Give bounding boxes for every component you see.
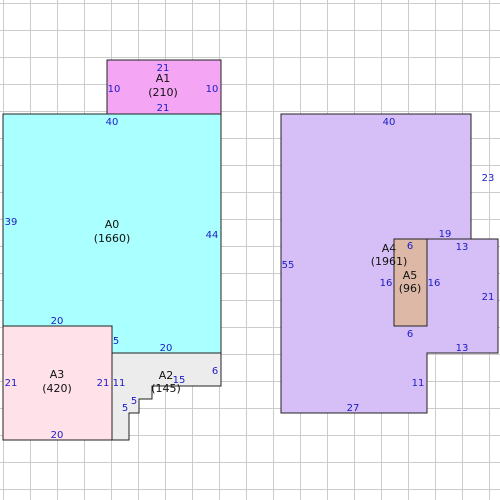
a3-bottom-dim: 20 xyxy=(51,430,64,441)
a1-bottom-dim: 21 xyxy=(157,103,170,114)
room-a5 xyxy=(393,238,428,327)
a4-left-dim: 55 xyxy=(282,260,295,271)
a4-right-dim: 21 xyxy=(482,292,495,303)
room-a2-area: (145) xyxy=(151,382,181,395)
a3-right-dim: 21 xyxy=(97,378,110,389)
a0-bottom-dim: 20 xyxy=(51,316,64,327)
room-a0-area: (1660) xyxy=(94,232,131,245)
a5-right-dim: 16 xyxy=(428,278,441,289)
a1-top-dim: 21 xyxy=(157,63,170,74)
room-a2-name: A2 xyxy=(159,369,174,382)
a3-left-dim: 21 xyxy=(5,378,18,389)
room-a4-area: (1961) xyxy=(371,255,408,268)
a2-step-left-dim: 5 xyxy=(122,403,128,414)
room-a3-area: (420) xyxy=(42,382,72,395)
a4-notch-top-dim: 19 xyxy=(439,229,452,240)
room-a0-name: A0 xyxy=(105,218,120,231)
a0-inner-right-dim: 5 xyxy=(113,336,119,347)
a1-left-dim: 10 xyxy=(108,84,121,95)
room-a5-area: (96) xyxy=(399,282,422,295)
room-a2 xyxy=(111,352,222,441)
a4-right-bottom-dim: 13 xyxy=(456,343,469,354)
a0-left-dim: 39 xyxy=(5,217,18,228)
a4-top-dim: 40 xyxy=(383,117,396,128)
room-a1-area: (210) xyxy=(148,86,178,99)
a5-top-dim: 6 xyxy=(407,241,413,252)
a2-step-bottom-dim: 5 xyxy=(131,396,137,407)
room-a5-name: A5 xyxy=(403,269,418,282)
a4-right-top-dim: 13 xyxy=(456,242,469,253)
room-a4 xyxy=(280,113,499,414)
a4-upper-right-dim: 23 xyxy=(482,173,495,184)
a0-right-dim: 44 xyxy=(206,230,219,241)
room-a1-name: A1 xyxy=(156,72,171,85)
a0-lower-bottom-dim: 20 xyxy=(160,343,173,354)
a1-right-dim: 10 xyxy=(206,84,219,95)
room-a3 xyxy=(2,325,113,441)
a2-bottom-dim: 15 xyxy=(173,375,186,386)
a2-right-dim: 6 xyxy=(212,366,218,377)
a2-left-dim: 11 xyxy=(113,378,126,389)
a5-left-dim: 16 xyxy=(380,278,393,289)
a4-bottom-right-dim: 11 xyxy=(412,378,425,389)
room-a3-name: A3 xyxy=(50,368,65,381)
a4-bottom-dim: 27 xyxy=(347,403,360,414)
room-a4-name: A4 xyxy=(382,242,397,255)
a0-top-dim: 40 xyxy=(106,117,119,128)
a5-bottom-dim: 6 xyxy=(407,329,413,340)
